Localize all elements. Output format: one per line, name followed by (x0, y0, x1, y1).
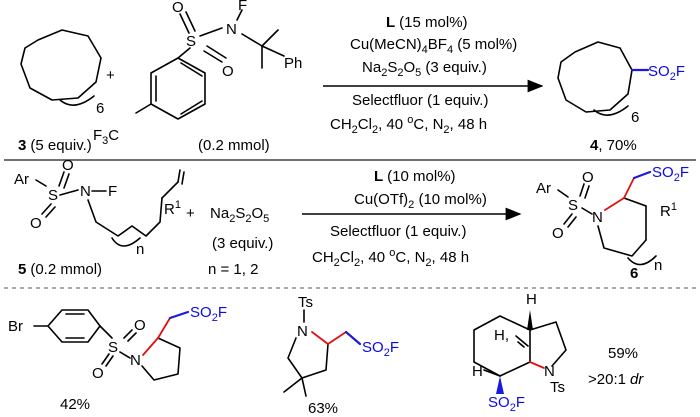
product-6-label: 6 (630, 265, 638, 282)
ex2-yield: 63% (308, 400, 338, 417)
aryl-group: Ar (14, 171, 29, 188)
product-6-structure: Ar S O O N SO2F n R1 (536, 164, 689, 274)
metabisulfite-reagent: Na2S2O5 (210, 205, 269, 225)
sulfur-atom-2: S (48, 187, 58, 204)
chain-subscript-n: n (136, 241, 144, 258)
compound-3-label: 3(5 equiv.) (18, 137, 92, 154)
cond1-copper: Cu(MeCN)4BF4 (5 mol%) (350, 36, 517, 56)
product-oxygen-2: O (552, 225, 564, 242)
product-subscript-n: n (654, 257, 662, 274)
ex1-yield: 42% (60, 396, 90, 413)
sulfur-atom: S (186, 33, 196, 50)
ex3-hydrogen-bottom: H (472, 363, 483, 380)
ex3-hydrogen-top: H (526, 291, 537, 308)
product-sulfur-atom: S (568, 197, 578, 214)
conditions-1: L(15 mol%) Cu(MeCN)4BF4 (5 mol%) Na2S2O5… (323, 14, 544, 136)
fluorosulfonamide-reagent-structure: S O O N F Ph F3C (93, 0, 302, 147)
cond1-ligand: L(15 mol%) (386, 14, 468, 31)
conditions-2: L(10 mol%) Cu(OTf)2 (10 mol%) Selectfluo… (302, 168, 522, 269)
sulfonyl-fluoride-group-1: SO2F (648, 63, 685, 83)
ex2-nitrogen-atom: N (297, 323, 308, 340)
bromine-atom: Br (8, 318, 23, 335)
sulfonyl-fluoride-group-2: SO2F (652, 164, 689, 184)
nitrogen-atom: N (226, 21, 237, 38)
ex3-yield: 59% (608, 345, 638, 362)
ring-subscript: 6 (96, 100, 104, 117)
nitrogen-atom-2: N (80, 183, 91, 200)
reagent-amount: (0.2 mmol) (198, 137, 270, 154)
product-nitrogen-atom: N (592, 209, 603, 226)
ex1-sulfur-atom: S (108, 339, 118, 356)
plus-sign-2: + (186, 205, 195, 222)
product-4-label: 4, 70% (590, 137, 637, 154)
example-2-structure: Ts N SO2F (283, 294, 399, 397)
cond2-ligand: L(10 mol%) (374, 168, 456, 185)
phenyl-group: Ph (284, 55, 302, 72)
product-4-structure: 6 SO2F (557, 41, 685, 126)
ex3-hydrogen-middle: H, (494, 327, 509, 344)
oxygen-atom-2: O (222, 63, 234, 80)
ex1-oxygen-2: O (134, 317, 146, 334)
ex2-tosyl-group: Ts (298, 294, 313, 311)
example-3-structure: H N Ts H, H SO2F (472, 291, 567, 414)
ex2-sulfonyl-fluoride: SO2F (362, 339, 399, 359)
ex3-sulfonyl-fluoride: SO2F (488, 394, 525, 414)
oxygen-atom-3: O (62, 157, 74, 174)
plus-sign-1: + (106, 67, 115, 84)
cond1-solvent: CH2Cl2, 40 oC, N2, 48 h (330, 114, 487, 136)
cond2-solvent: CH2Cl2, 40 oC, N2, 48 h (312, 247, 469, 269)
cond2-copper: Cu(OTf)2 (10 mol%) (354, 191, 487, 211)
ex3-nitrogen-atom: N (544, 363, 555, 380)
cf3-group: F3C (93, 127, 119, 147)
fluorine-atom-2: F (108, 183, 117, 200)
cond1-metabisulfite: Na2S2O5 (3 equiv.) (362, 59, 487, 79)
substrate-5-structure: Ar S O O N F n R1 (14, 157, 185, 258)
cond1-selectfluor: Selectfluor (1 equiv.) (352, 92, 488, 109)
n-values: n = 1, 2 (208, 261, 258, 278)
ex1-oxygen-1: O (92, 365, 104, 382)
cond2-selectfluor: Selectfluor (1 equiv.) (330, 223, 466, 240)
product-aryl-group: Ar (536, 180, 551, 197)
fluorine-atom: F (238, 0, 247, 14)
ex1-nitrogen-atom: N (130, 352, 141, 369)
product-ring-subscript: 6 (631, 109, 639, 126)
compound-5-label: 5(0.2 mmol) (18, 261, 102, 278)
ex1-sulfonyl-fluoride: SO2F (190, 304, 227, 324)
oxygen-atom-1: O (172, 0, 184, 16)
r1-group: R1 (164, 199, 181, 218)
metabisulfite-equiv: (3 equiv.) (212, 235, 273, 252)
product-oxygen-1: O (582, 169, 594, 186)
product-r1-group: R1 (660, 201, 677, 220)
ex3-tosyl-group: Ts (550, 379, 565, 396)
cycloalkane-3-structure: 6 (20, 29, 104, 117)
example-1-structure: Br S O O N SO2F (8, 304, 227, 382)
oxygen-atom-4: O (30, 215, 42, 232)
